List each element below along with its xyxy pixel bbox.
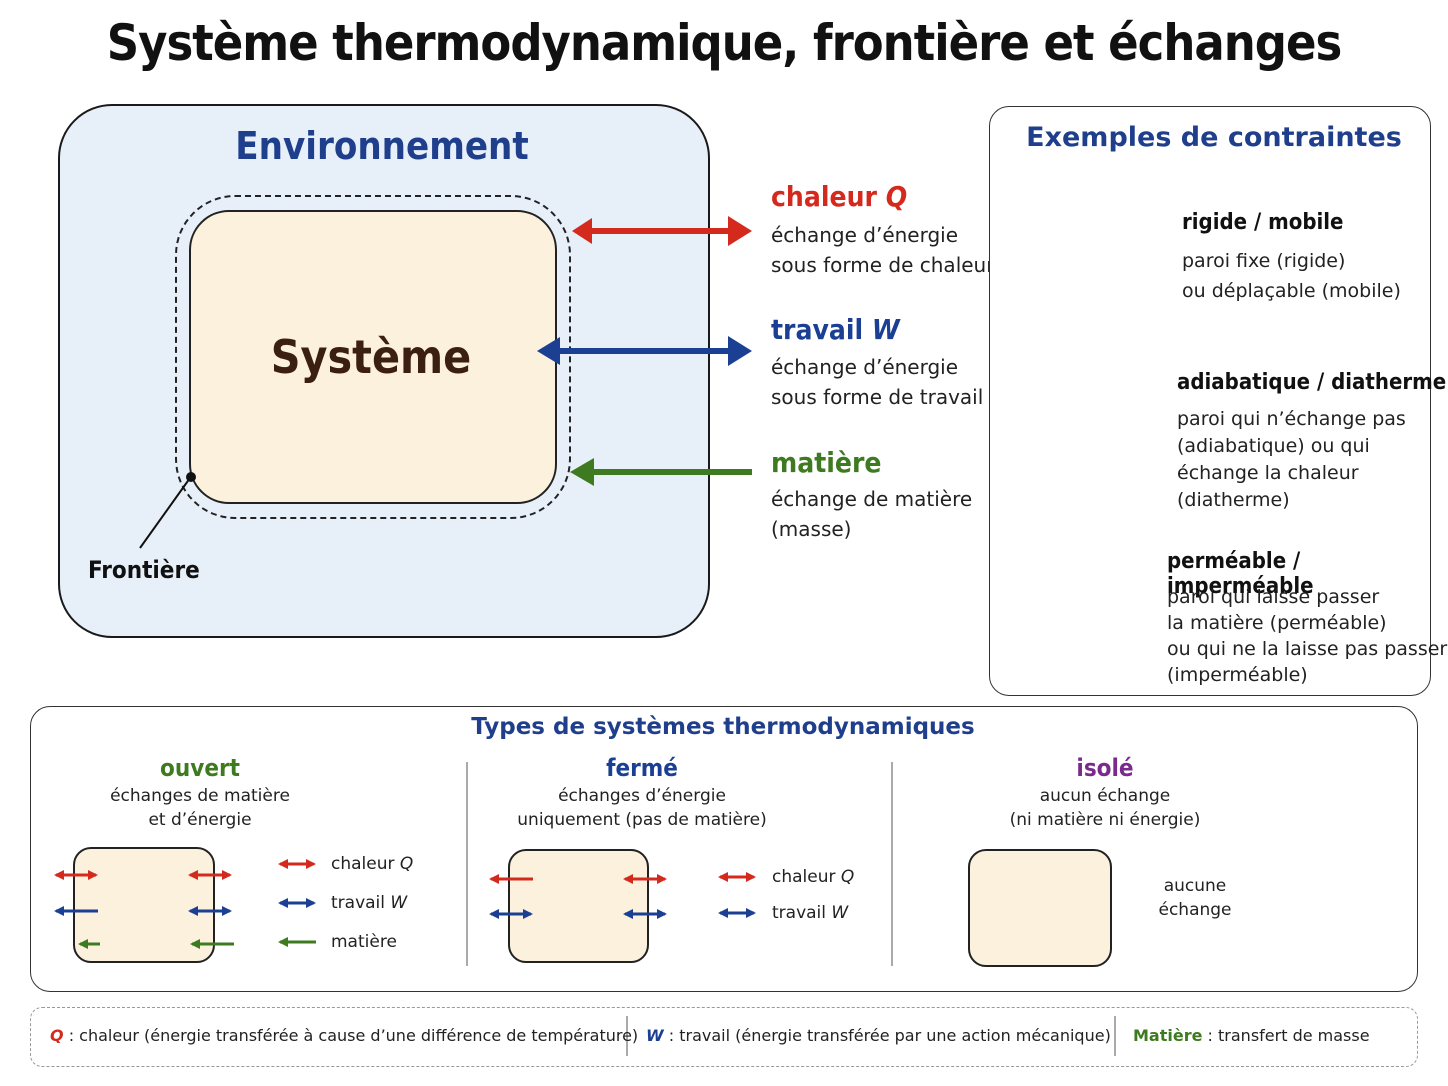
divider xyxy=(1114,1016,1116,1056)
footer-heat-def: Q : chaleur (énergie transférée à cause … xyxy=(50,1026,639,1045)
closed-legend-work: travail W xyxy=(772,903,849,923)
constraint-heading-adiabatic: adiabatique / diatherme xyxy=(1177,370,1447,395)
constraints-title: Exemples de contraintes xyxy=(1026,122,1402,153)
divider xyxy=(626,1016,628,1056)
divider xyxy=(891,762,893,966)
open-legend-heat: chaleur Q xyxy=(331,854,414,874)
constraint-heading-rigid: rigide / mobile xyxy=(1182,210,1344,235)
heat-title: chaleur Q xyxy=(771,180,908,213)
page-title: Système thermodynamique, frontière et éc… xyxy=(106,14,1343,72)
work-arrow xyxy=(537,336,752,366)
boundary-dashed-outline xyxy=(175,195,571,519)
footer-work-def: W : travail (énergie transférée par une … xyxy=(646,1026,1111,1045)
system-box xyxy=(189,210,557,504)
closed-system-box xyxy=(508,849,649,963)
isolated-system-box xyxy=(968,849,1112,967)
closed-legend-heat: chaleur Q xyxy=(772,867,855,887)
matter-arrow xyxy=(570,458,752,486)
environment-label: Environnement xyxy=(235,124,529,168)
divider xyxy=(466,762,468,966)
footer-matter-def: Matière : transfert de masse xyxy=(1133,1026,1370,1045)
isolated-heading: isolé xyxy=(1076,754,1134,782)
open-legend-work: travail W xyxy=(331,893,408,913)
footer-legend xyxy=(30,1007,1418,1067)
constraint-heading-permeable: perméable / imperméable xyxy=(1167,549,1314,599)
heat-arrow xyxy=(572,216,752,246)
open-heading: ouvert xyxy=(160,754,240,782)
boundary-label: Frontière xyxy=(88,556,200,584)
constraints-panel xyxy=(989,106,1431,696)
constraint-desc-rigid: paroi fixe (rigide)ou déplaçable (mobile… xyxy=(1182,250,1401,302)
matter-description: échange de matière(masse) xyxy=(771,487,973,541)
closed-heading: fermé xyxy=(606,754,678,782)
matter-title: matière xyxy=(771,446,882,479)
system-types-title: Types de systèmes thermodynamiques xyxy=(471,714,975,740)
isolated-description: aucun échange(ni matière ni énergie) xyxy=(1009,786,1201,830)
work-title: travail W xyxy=(771,313,900,346)
constraint-desc-adiabatic: paroi qui n’échange pas(adiabatique) ou … xyxy=(1177,408,1406,511)
boundary-pointer xyxy=(139,472,196,549)
system-types-panel xyxy=(30,706,1418,992)
system-label: Système xyxy=(270,330,472,384)
open-legend-matter: matière xyxy=(331,932,397,952)
